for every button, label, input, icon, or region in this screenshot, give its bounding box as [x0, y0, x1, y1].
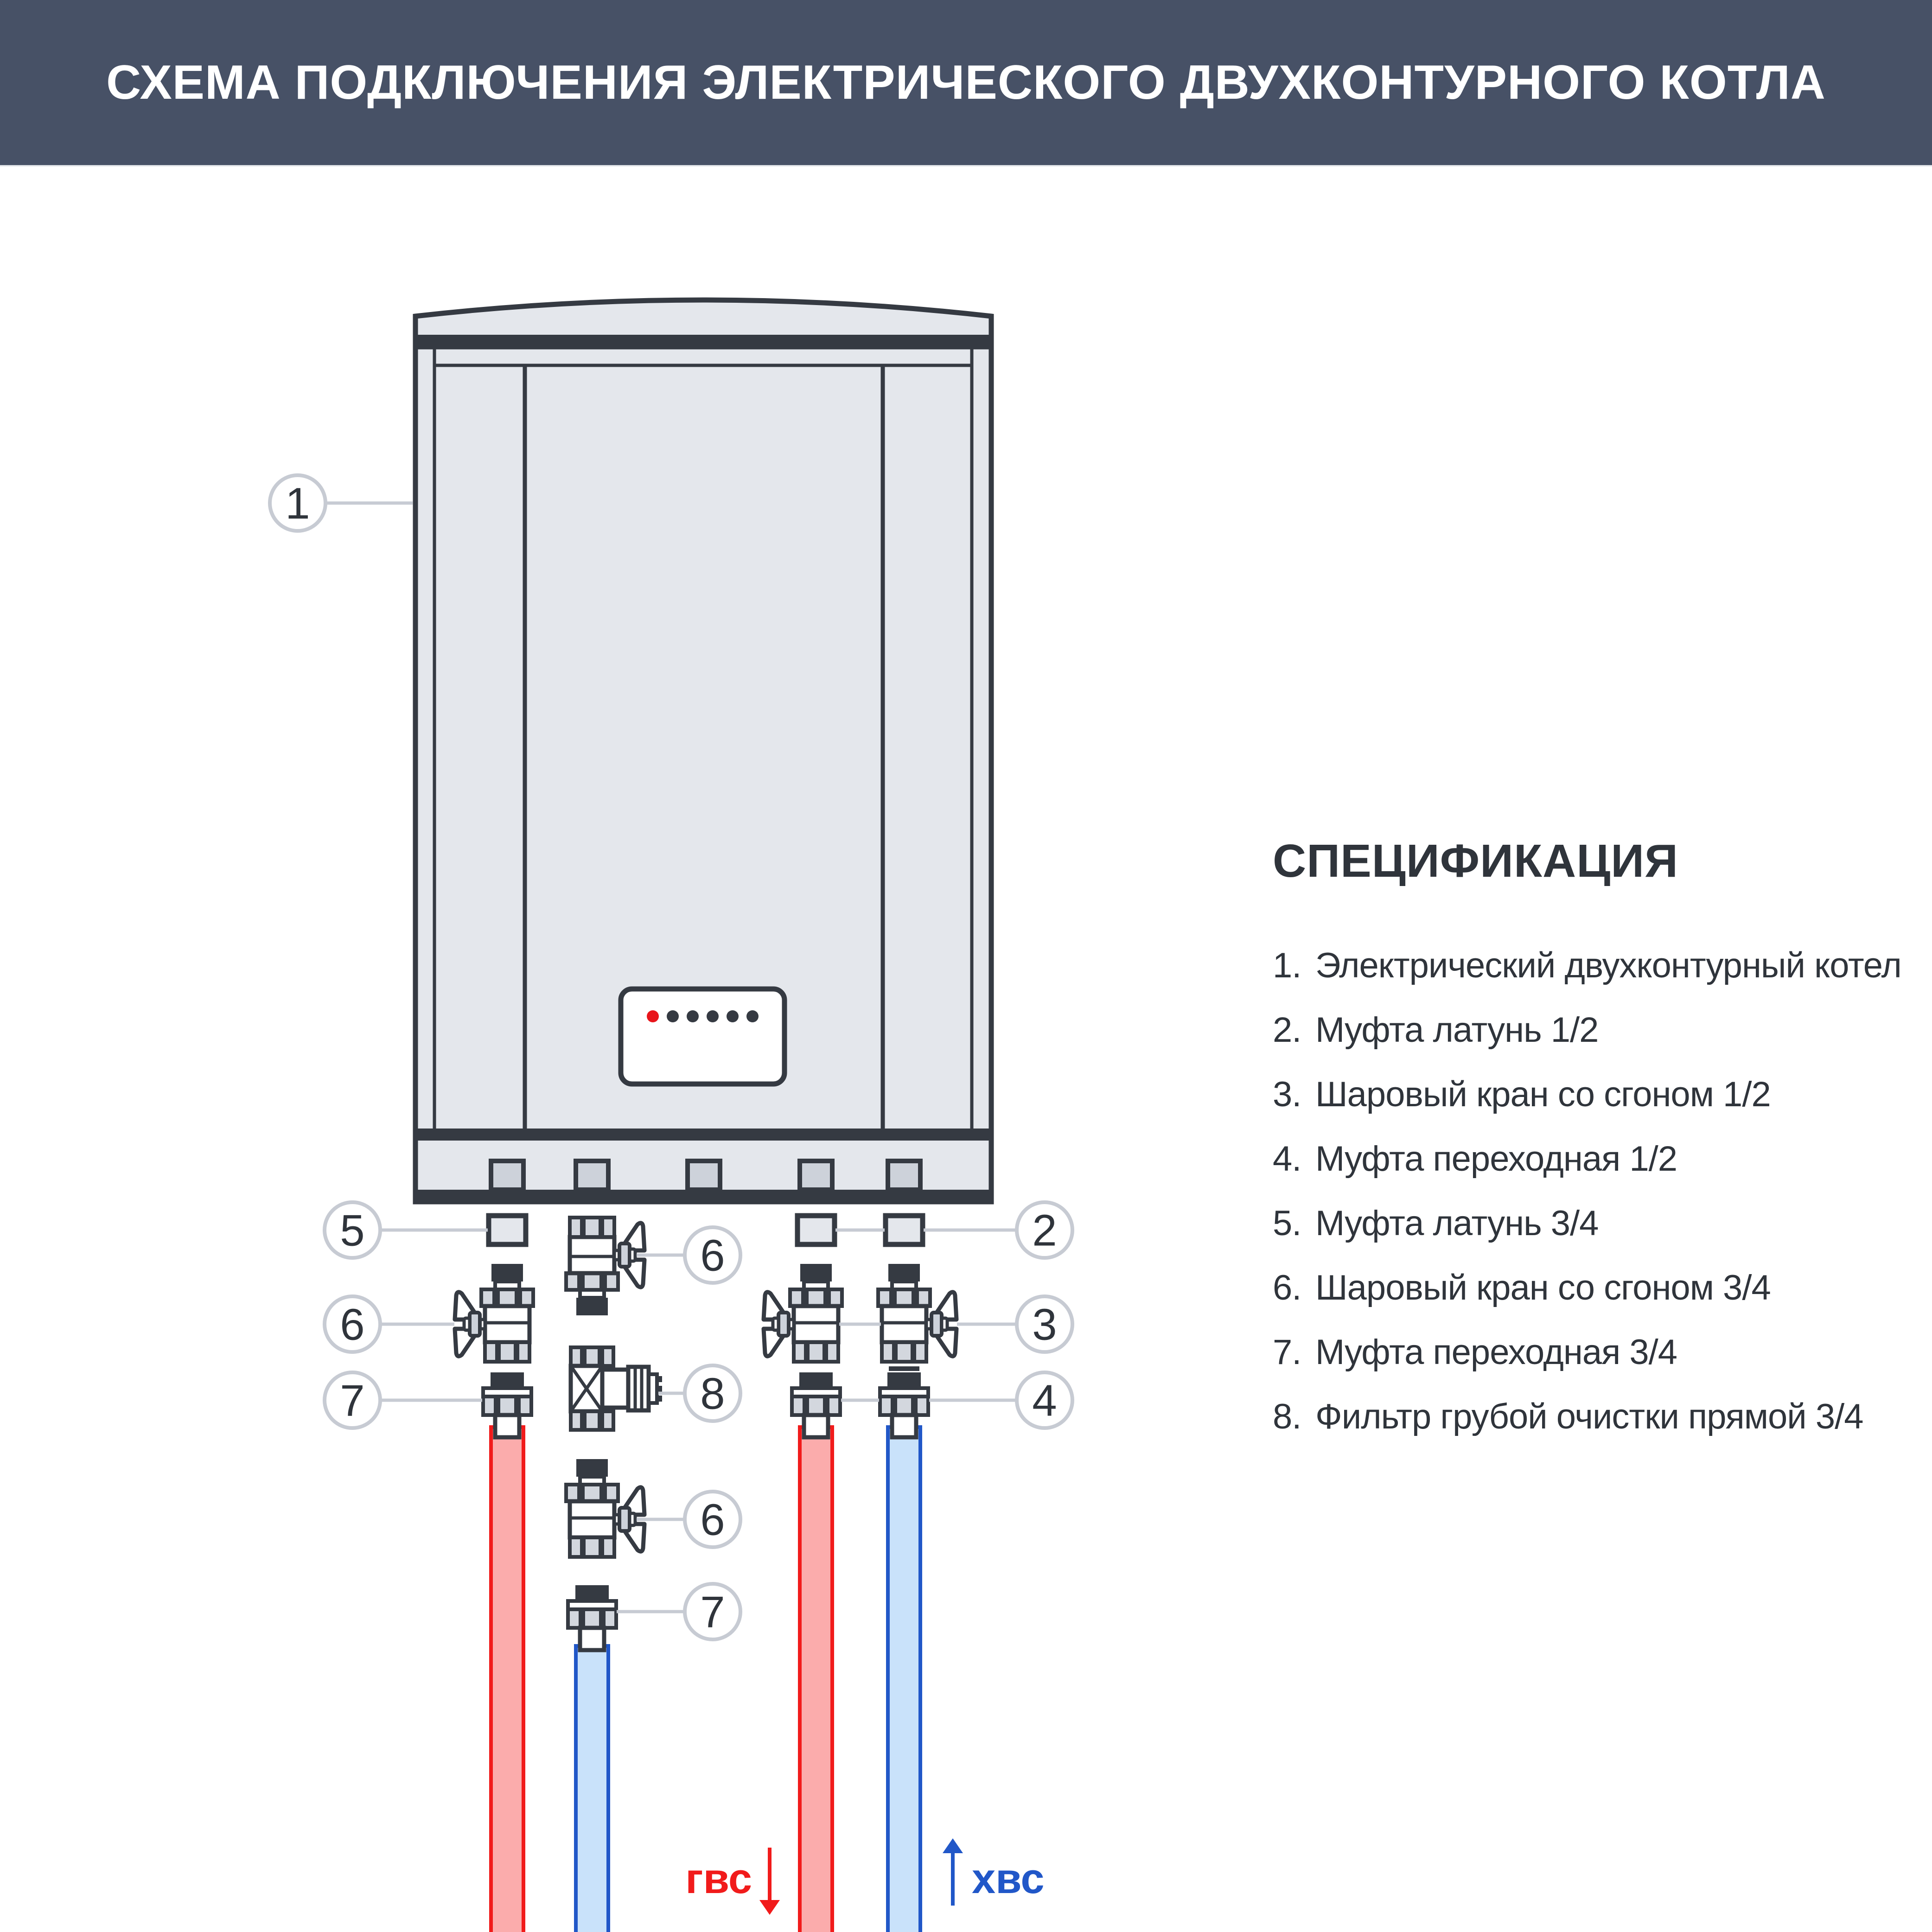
- specification-list: 1. Электрический двухконтурный котел 2. …: [1273, 933, 1913, 1449]
- callout-boiler: 1: [268, 473, 413, 533]
- list-item: 6. Шаровый кран со сгоном 3/4: [1273, 1268, 1771, 1307]
- callout-coupling-4: 4: [841, 1371, 1074, 1430]
- cold-water-label: хвс: [972, 1855, 1045, 1902]
- pipe-cold-hvs: [886, 1425, 922, 1932]
- svg-text:1: 1: [285, 479, 310, 529]
- boiler-control-panel: [618, 986, 787, 1087]
- svg-text:6: 6: [700, 1495, 725, 1545]
- ball-valve-1-2: [790, 1264, 842, 1362]
- list-item: 8. Фильтр грубой очистки прямой 3/4: [1273, 1397, 1864, 1436]
- callout-filter-8: 8: [658, 1364, 742, 1423]
- callouts: 1 5 6 7 6: [268, 473, 1074, 1641]
- fittings: [455, 1216, 956, 1650]
- list-item: 3. Шаровый кран со сгоном 1/2: [1273, 1075, 1771, 1114]
- hot-water-label: гвс: [685, 1855, 752, 1902]
- svg-text:6: 6: [340, 1300, 364, 1350]
- boiler-separator-band: [415, 1129, 991, 1141]
- svg-text:5: 5: [340, 1206, 364, 1256]
- ball-valve-3-4-middle-upper: [566, 1218, 618, 1315]
- flow-arrows: [759, 1838, 963, 1915]
- ball-valve-1-2-right: [878, 1264, 930, 1362]
- brass-coupling-1-2: [797, 1216, 835, 1244]
- pipe-cold-return-middle: [574, 1644, 610, 1932]
- arrow-down-icon: [759, 1848, 780, 1915]
- arrow-up-icon: [943, 1838, 963, 1906]
- boiler-top-cap: [413, 297, 994, 346]
- transition-coupling-3-4-middle: [568, 1585, 616, 1650]
- callout-valve-3: 3: [839, 1294, 1074, 1354]
- list-item: 7. Муфта переходная 3/4: [1273, 1333, 1677, 1372]
- led-indicator: [667, 1010, 679, 1022]
- led-indicator-red: [647, 1010, 659, 1022]
- callout-coupling-7-left: 7: [323, 1371, 482, 1430]
- specification-heading: СПЕЦИФИКАЦИЯ: [1273, 835, 1678, 887]
- list-item: 4. Муфта переходная 1/2: [1273, 1139, 1677, 1179]
- callout-valve-6-middle-lower: 6: [637, 1490, 742, 1549]
- callout-coupling-5: 5: [323, 1200, 488, 1260]
- boiler-connection-stubs: [489, 1159, 923, 1192]
- brass-coupling-1-2-right: [886, 1216, 923, 1244]
- led-indicator: [707, 1010, 719, 1022]
- list-item: 1. Электрический двухконтурный котел: [1273, 946, 1902, 985]
- callout-coupling-2: 2: [835, 1200, 1074, 1260]
- ball-valve-3-4-left: [481, 1264, 533, 1362]
- svg-text:7: 7: [700, 1588, 725, 1637]
- header-bar: СХЕМА ПОДКЛЮЧЕНИЯ ЭЛЕКТРИЧЕСКОГО ДВУХКОН…: [0, 0, 1932, 166]
- ball-valve-3-4-middle-lower: [566, 1459, 618, 1557]
- led-indicator: [746, 1010, 759, 1022]
- specification-panel: СПЕЦИФИКАЦИЯ 1. Электрический двухконтур…: [1273, 835, 1913, 1449]
- svg-text:4: 4: [1032, 1376, 1057, 1426]
- svg-text:6: 6: [700, 1231, 725, 1281]
- callout-valve-6-middle-upper: 6: [637, 1225, 742, 1285]
- list-item: 2. Муфта латунь 1/2: [1273, 1010, 1599, 1050]
- pipe-hot-gvs: [798, 1425, 834, 1932]
- brass-coupling-3-4-left: [489, 1216, 526, 1244]
- svg-text:2: 2: [1032, 1206, 1057, 1256]
- svg-text:3: 3: [1032, 1300, 1057, 1350]
- callout-coupling-7-middle: 7: [617, 1582, 742, 1641]
- led-indicator: [727, 1010, 739, 1022]
- svg-text:8: 8: [700, 1369, 725, 1419]
- pipe-hot-supply-left: [489, 1425, 525, 1932]
- svg-text:7: 7: [340, 1376, 364, 1426]
- callout-valve-6-left: 6: [323, 1294, 454, 1354]
- boiler: [413, 297, 994, 1205]
- led-indicator: [687, 1010, 699, 1022]
- strainer-filter-3-4: [568, 1347, 662, 1430]
- list-item: 5. Муфта латунь 3/4: [1273, 1204, 1599, 1243]
- page-title: СХЕМА ПОДКЛЮЧЕНИЯ ЭЛЕКТРИЧЕСКОГО ДВУХКОН…: [106, 55, 1826, 109]
